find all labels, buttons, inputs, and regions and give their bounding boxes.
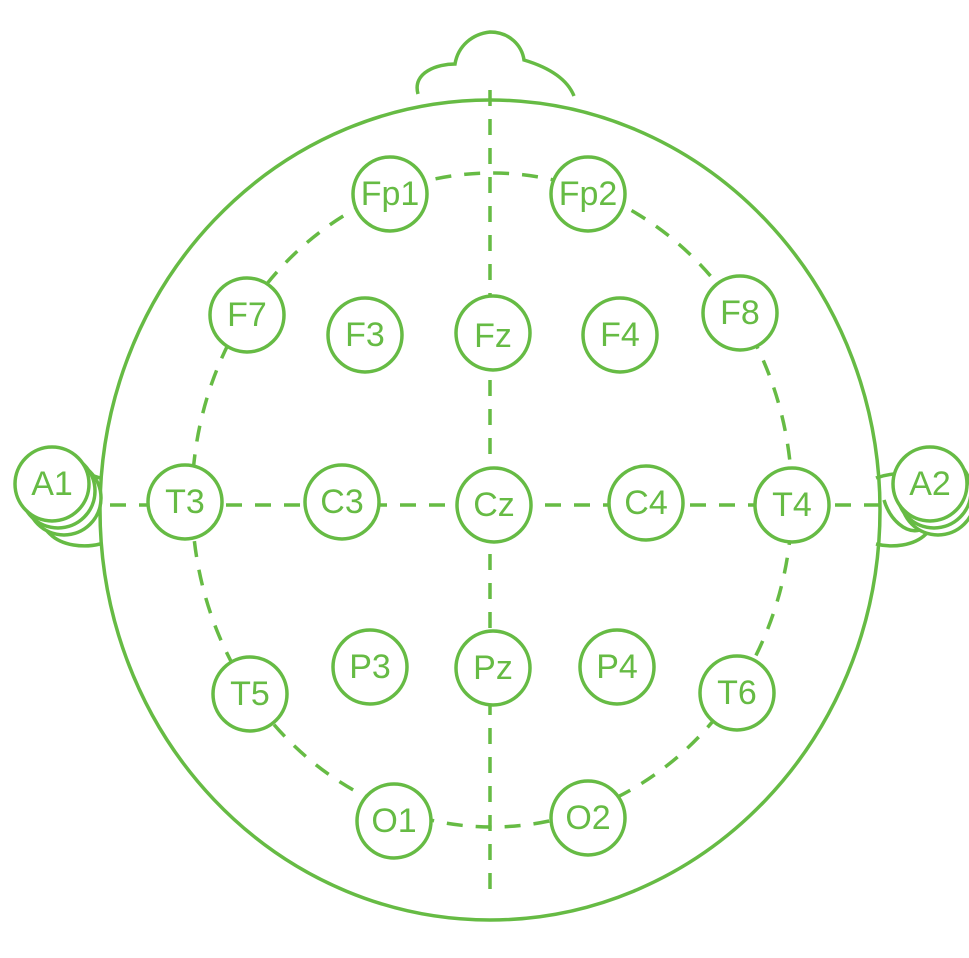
electrode-f7-label: F7 [227,296,267,334]
electrode-t5-label: T5 [230,675,270,713]
electrode-p3-label: P3 [349,648,391,686]
electrode-f8: F8 [701,274,779,352]
electrode-t6-label: T6 [717,674,757,712]
electrode-cz-label: Cz [473,486,515,524]
electrode-t5: T5 [211,655,289,733]
electrode-o2-label: O2 [565,799,610,837]
electrode-t6: T6 [698,654,776,732]
electrode-c4-label: C4 [624,484,667,522]
electrode-o1: O1 [355,782,433,860]
electrode-fz-label: Fz [474,317,512,355]
electrode-c3-label: C3 [320,483,363,521]
electrode-a2: A2 [891,445,969,523]
electrode-fp1-label: Fp1 [361,175,420,213]
electrode-c3: C3 [303,463,381,541]
electrode-p4-label: P4 [596,648,638,686]
electrode-a1: A1 [13,445,91,523]
electrode-pz: Pz [454,629,532,707]
electrode-a1-label: A1 [31,465,73,503]
electrodes-group: Fp1 Fp2 F7 F3 Fz F4 F8 A1 [13,155,969,860]
electrode-fz: Fz [454,294,532,372]
right-ear-inner [882,499,921,533]
nose-outline [415,30,576,97]
electrode-f4: F4 [581,296,659,374]
electrode-f4-label: F4 [600,316,640,354]
electrode-f3: F3 [326,296,404,374]
electrode-fp1: Fp1 [351,155,429,233]
electrode-f3-label: F3 [345,316,385,354]
electrode-o2: O2 [549,779,627,857]
electrode-fp2: Fp2 [549,155,627,233]
electrode-c4: C4 [607,464,685,542]
electrode-t3-label: T3 [165,483,205,521]
electrode-p4: P4 [578,628,656,706]
electrode-fp2-label: Fp2 [559,175,618,213]
electrode-cz: Cz [455,466,533,544]
electrode-t3: T3 [146,463,224,541]
electrode-t4-label: T4 [772,486,812,524]
electrode-a2-label: A2 [909,465,951,503]
electrode-o1-label: O1 [371,802,416,840]
electrode-p3: P3 [331,628,409,706]
electrode-f8-label: F8 [720,294,760,332]
electrode-f7: F7 [208,276,286,354]
electrode-t4: T4 [753,466,831,544]
electrode-pz-label: Pz [473,649,513,687]
